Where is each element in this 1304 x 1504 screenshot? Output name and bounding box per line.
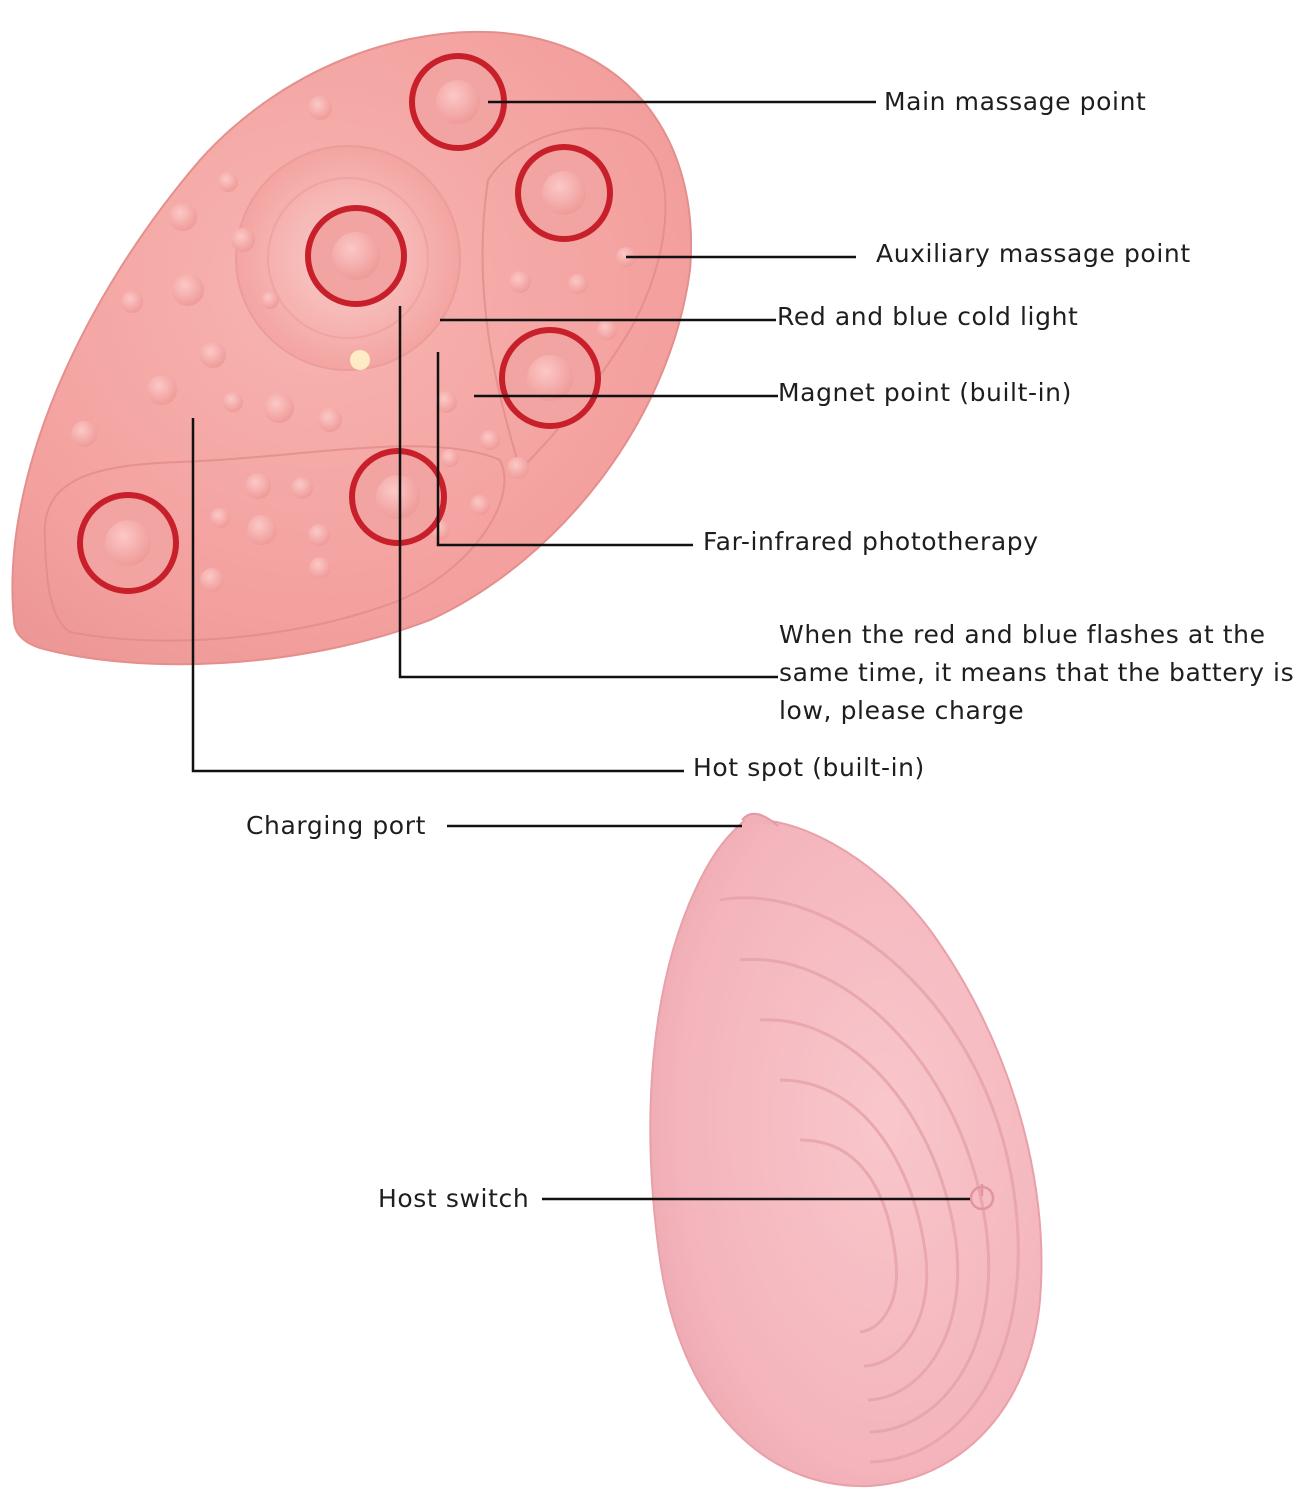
auxiliary-bumps (71, 96, 636, 592)
label-hot-spot: Hot spot (built-in) (693, 753, 925, 782)
massage-point-right-upper (515, 144, 613, 242)
massage-point-center (305, 205, 407, 307)
device-front (11, 30, 692, 666)
power-icon[interactable] (969, 1184, 995, 1211)
label-auxiliary-massage-point: Auxiliary massage point (876, 239, 1191, 268)
main-massage-points (77, 53, 613, 594)
label-battery-low-note: When the red and blue flashes at the sam… (779, 620, 1295, 725)
leader-lines (191, 100, 970, 1201)
massage-point-bottom-center (349, 448, 447, 546)
leader-battery-note (398, 306, 778, 679)
label-red-blue-cold-light: Red and blue cold light (777, 302, 1079, 331)
side-panel (481, 127, 667, 472)
massage-point-right-lower (499, 327, 601, 429)
label-charging-port: Charging port (246, 811, 426, 840)
massage-point-bottom-left (77, 492, 179, 594)
device-back (649, 812, 1043, 1488)
light-glow (350, 350, 370, 370)
label-host-switch: Host switch (378, 1184, 530, 1213)
label-far-infrared: Far-infrared phototherapy (703, 527, 1039, 556)
charging-port (741, 812, 779, 827)
label-main-massage-point: Main massage point (884, 87, 1147, 116)
label-magnet-point: Magnet point (built-in) (778, 378, 1072, 407)
bottom-panel (43, 445, 506, 642)
leader-hot-spot (191, 418, 684, 773)
back-ridges (719, 896, 1020, 1464)
leader-far-infrared (436, 352, 693, 547)
